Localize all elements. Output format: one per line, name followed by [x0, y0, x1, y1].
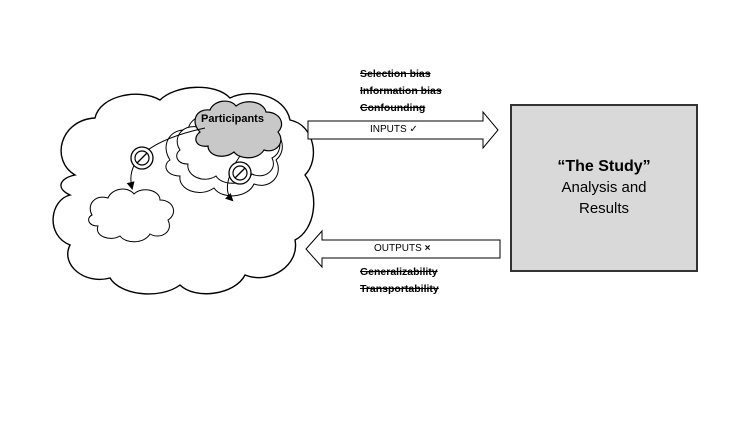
no-entry-icon — [228, 161, 252, 185]
outputs-label: OUTPUTS × — [374, 243, 430, 255]
inputs-label: INPUTS ✓ — [370, 124, 418, 136]
cross-icon: × — [424, 243, 431, 254]
bias-selection: Selection bias — [360, 68, 431, 80]
no-entry-icon — [130, 146, 154, 170]
participants-label: Participants — [201, 113, 264, 125]
study-line-2: Analysis and — [561, 179, 647, 196]
inputs-text: INPUTS — [370, 124, 407, 135]
bias-confounding: Confounding — [360, 102, 426, 114]
outputs-text: OUTPUTS — [374, 243, 422, 254]
inputs-arrow — [307, 110, 499, 150]
check-icon: ✓ — [409, 124, 418, 135]
target-cloud — [88, 188, 175, 243]
study-box: “The Study” Analysis and Results — [510, 104, 698, 272]
curve-arrow-right — [224, 155, 241, 202]
output-generalizability: Generalizability — [360, 266, 438, 278]
study-line-3: Results — [578, 200, 630, 217]
output-transportability: Transportability — [360, 283, 439, 295]
bias-information: Information bias — [360, 85, 442, 97]
outputs-arrow — [305, 229, 501, 269]
study-title: “The Study” — [557, 158, 651, 175]
participants-cloud — [194, 100, 283, 159]
